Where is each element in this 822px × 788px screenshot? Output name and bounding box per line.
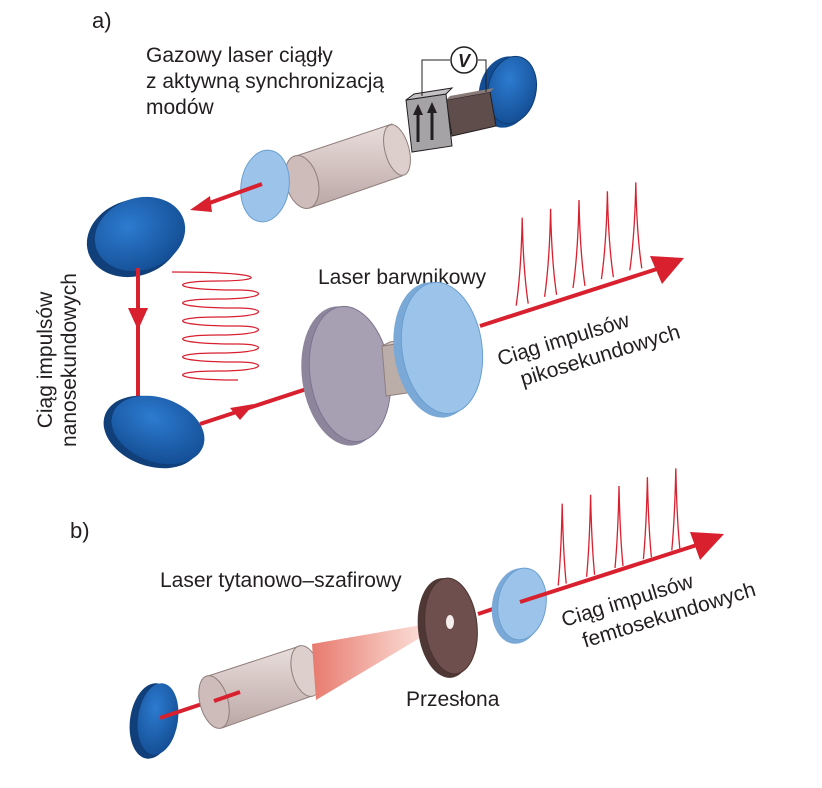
dye-laser [301,281,484,446]
femtosecond-pulse-5 [671,468,681,551]
femtosecond-pulse-4 [642,477,653,560]
cw-output-coupler [240,149,290,223]
nano-train-label-line-2: nanosekundowych [58,273,81,447]
cw-laser-label-line-1: Gazowy laser ciągły [146,44,333,67]
beam-femto-output [519,542,701,604]
dye-laser-label: Laser barwnikowy [318,266,487,289]
ti-sapphire-tube [198,645,322,729]
beam-pico-output [479,266,661,328]
femtosecond-pulse-1 [557,503,567,586]
picosecond-pulse-1 [515,217,529,306]
ti-back-mirror [137,683,179,755]
part-b-label: b) [70,518,90,543]
femtosecond-pulse-2 [585,494,596,577]
aperture-label: Przesłona [406,688,500,711]
voltmeter-icon [450,46,478,74]
femtosecond-pulse-3 [614,485,624,569]
beam-arrowhead-pico [650,256,684,284]
nano-train-label: Ciąg impulsów nanosekundowych [34,273,81,447]
picosecond-pulse-3 [572,199,586,289]
cw-back-mirror-face [486,55,538,125]
voltmeter-label: V [458,51,472,71]
picosecond-pulse-2 [543,208,558,297]
nano-train-label-line-1: Ciąg impulsów [34,291,57,428]
nanosecond-wave [171,271,259,381]
cw-laser-label-line-3: modów [146,96,215,119]
gas-laser-tube [284,123,411,209]
picosecond-pulse-5 [629,182,643,271]
mode-locker [405,59,497,153]
picosecond-pulse-4 [600,191,615,280]
fold-mirror-2 [111,395,205,465]
nanosecond-pulse-train [171,271,259,381]
femto-train-label: Ciąg impulsów femtosekundowych [559,570,759,653]
part-a-label: a) [92,8,112,33]
beam-arrowhead-1 [190,196,212,212]
picosecond-pulse-train [515,182,643,306]
beam-arrowhead-3 [230,404,254,420]
ti-laser-label: Laser tytanowo–szafirowy [160,569,402,592]
femtosecond-pulse-train [557,468,681,586]
aperture [417,577,478,678]
beam-arrowhead-2 [128,308,148,330]
beam-cw-output [203,182,263,207]
ti-output-coupler-face [497,567,547,641]
light-cone [312,620,450,700]
beam-arrowhead-femto [690,532,724,560]
fold-mirror-1 [94,196,186,272]
cw-laser-label-line-2: z aktywną synchronizacją [146,70,384,93]
